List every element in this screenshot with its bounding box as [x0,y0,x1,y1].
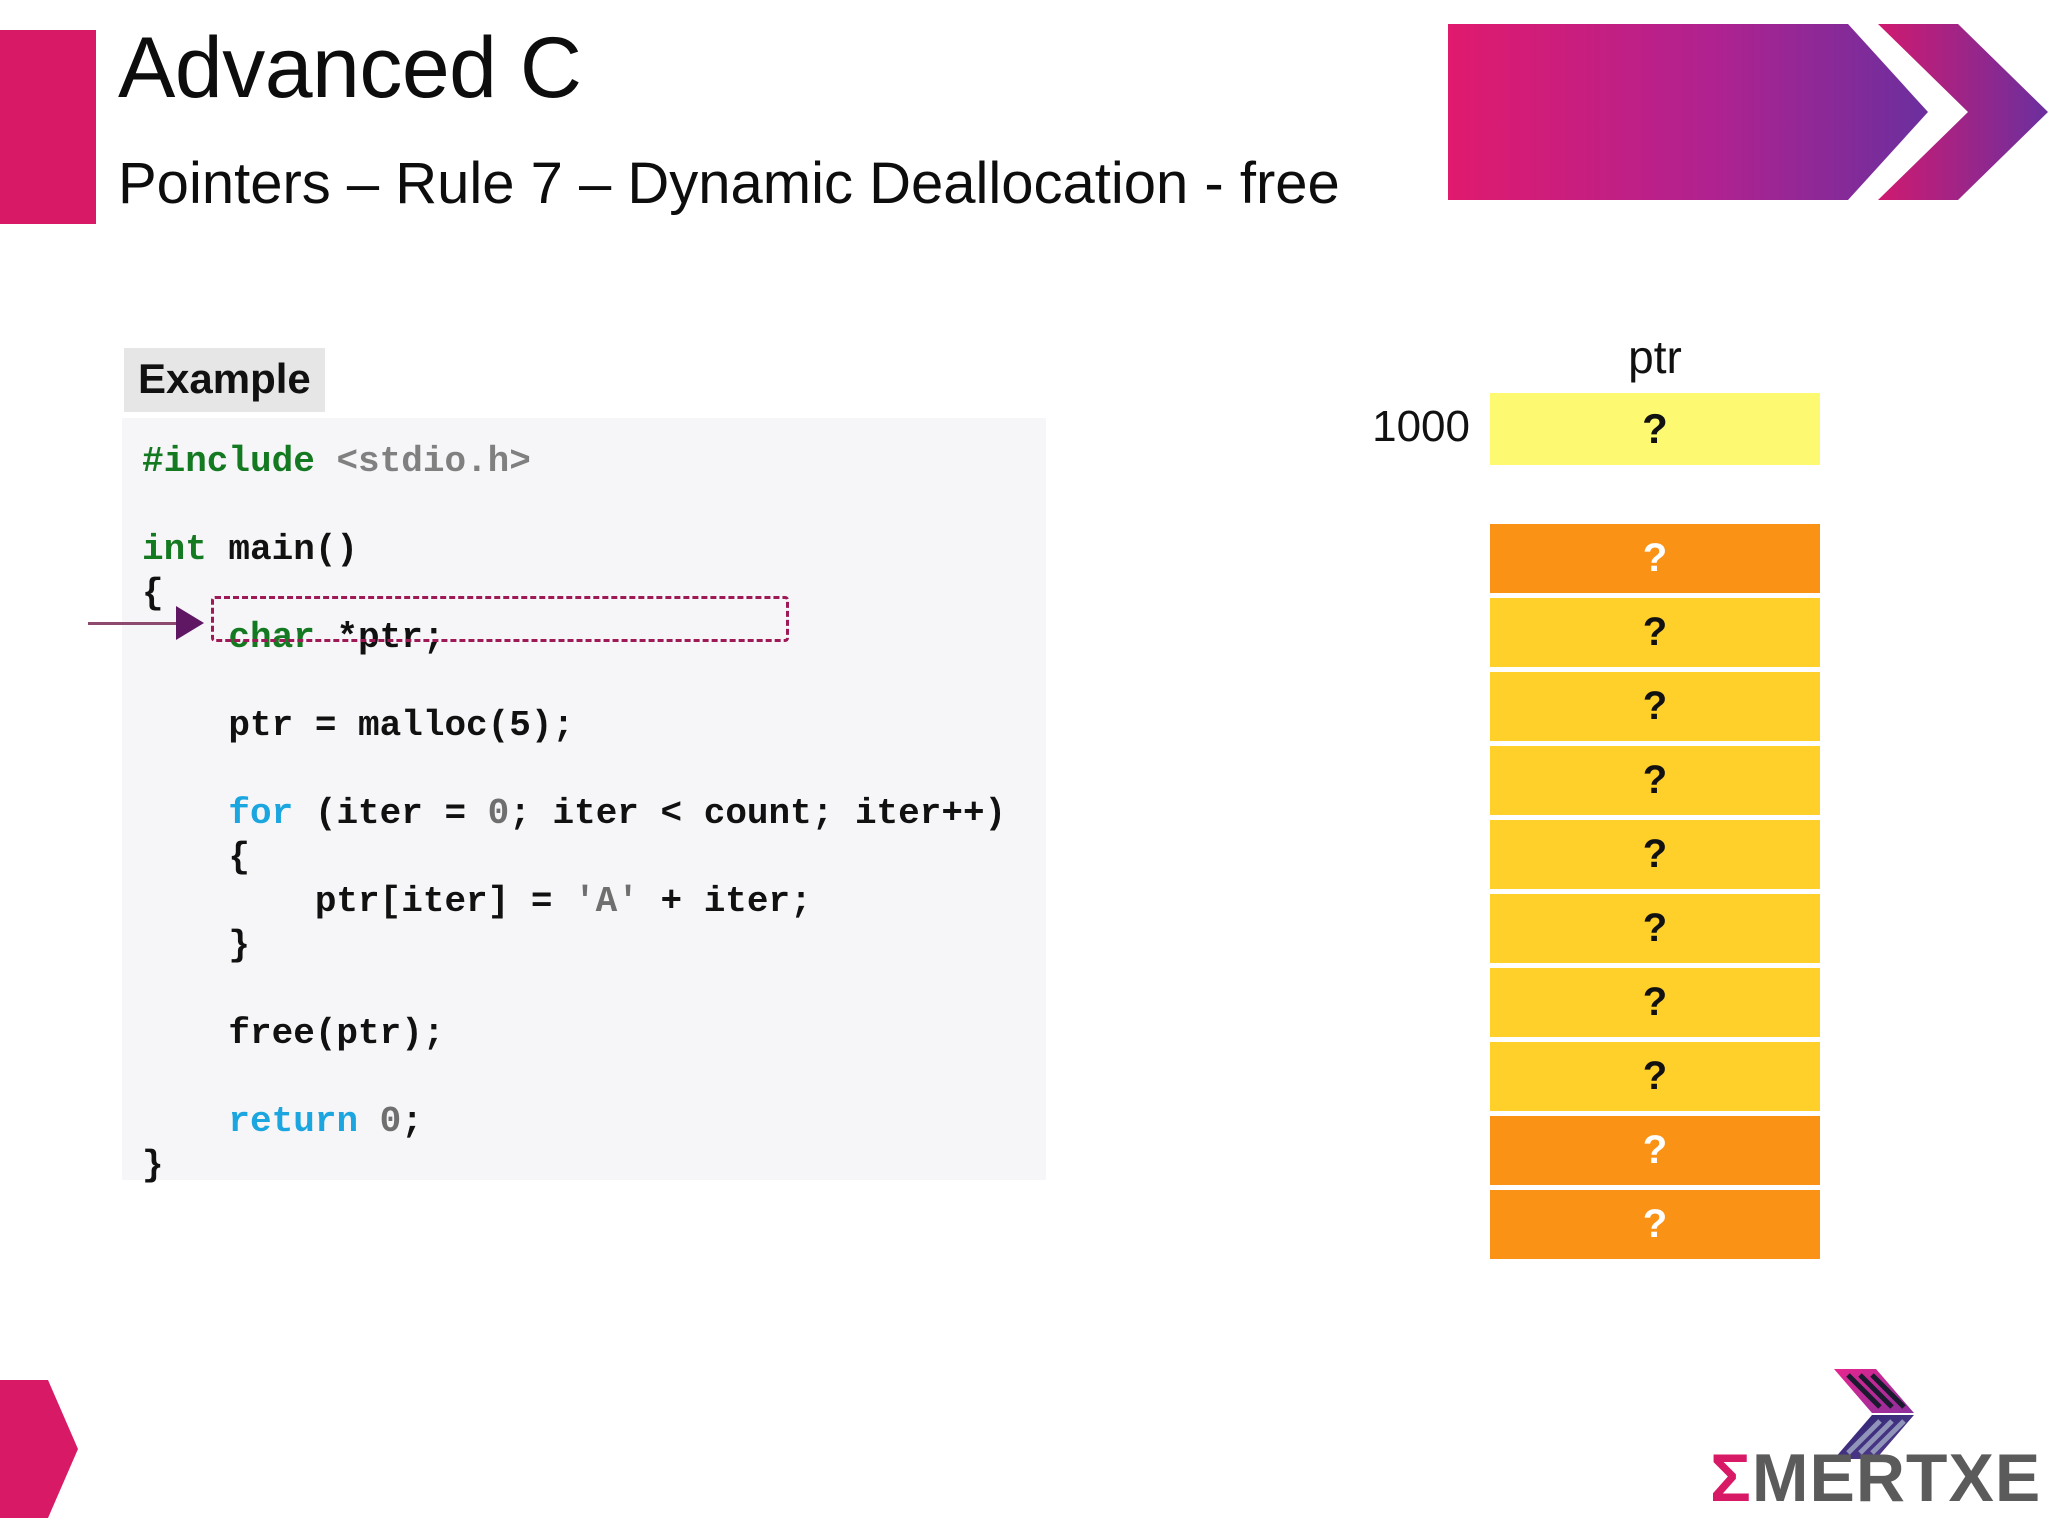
pointer-arrow-head-icon [176,606,204,640]
code-token: } [142,1145,164,1186]
code-line: char *ptr; [142,616,1046,660]
code-token: { [142,573,164,614]
code-token: main() [206,529,359,570]
brand-logo: ΣMERTXE [1710,1369,2040,1519]
code-line [142,1056,1046,1100]
heap-memory-cell: ? [1490,672,1820,741]
brand-sigma-glyph: Σ [1710,1440,1752,1516]
code-line: } [142,924,1046,968]
code-token: 0 [379,1101,402,1142]
pointer-memory-cell: ? [1490,393,1820,465]
heap-memory-cell: ? [1490,598,1820,667]
code-line [142,484,1046,528]
code-line [142,968,1046,1012]
code-token: } [142,925,251,966]
example-label: Example [124,348,325,412]
page-title: Advanced C [118,20,582,116]
code-token: { [142,837,251,878]
heap-memory-stack: ?????????? [1490,524,1820,1259]
code-line [142,660,1046,704]
code-token [315,441,337,482]
code-line: { [142,572,1046,616]
pointer-arrow-line [88,622,180,625]
heap-memory-cell: ? [1490,746,1820,815]
heap-memory-cell: ? [1490,968,1820,1037]
code-token: char [228,617,315,658]
code-token: *ptr; [314,617,445,658]
code-token: free(ptr); [142,1013,445,1054]
code-line: ptr = malloc(5); [142,704,1046,748]
code-line: int main() [142,528,1046,572]
header-chevron-icon [1448,24,2048,200]
heap-memory-cell: ? [1490,820,1820,889]
code-token [358,1101,380,1142]
code-token [142,1101,228,1142]
heap-memory-cell: ? [1490,1190,1820,1259]
code-token: return [228,1101,359,1142]
code-line: } [142,1144,1046,1188]
code-token: (iter = [293,793,488,834]
code-line: free(ptr); [142,1012,1046,1056]
footer-accent-shape [0,1380,78,1518]
code-block: #include <stdio.h> int main(){ char *ptr… [122,418,1046,1186]
heap-memory-cell: ? [1490,1116,1820,1185]
code-line: #include <stdio.h> [142,440,1046,484]
code-token: ; iter < count; iter++) [509,793,1007,834]
heap-memory-cell: ? [1490,524,1820,593]
code-token: for [228,793,294,834]
code-line: ptr[iter] = 'A' + iter; [142,880,1046,924]
code-token: ptr = malloc(5); [142,705,575,746]
pointer-variable-label: ptr [1628,331,1682,383]
brand-name-text: MERTXE [1751,1440,2042,1516]
code-line: return 0; [142,1100,1046,1144]
code-token: 0 [487,793,510,834]
brand-chevron-icon [1834,1369,1914,1459]
brand-wordmark: ΣMERTXE [1710,1440,2040,1516]
code-token: int [142,529,207,570]
header-accent-bar [0,30,96,224]
highlighted-declaration-box [211,596,789,642]
code-token: ; [401,1101,423,1142]
code-token: <stdio.h> [336,441,531,482]
code-line: for (iter = 0; iter < count; iter++) [142,792,1046,836]
code-line [142,748,1046,792]
code-token: 'A' [574,881,639,922]
code-token [142,793,228,834]
page-subtitle: Pointers – Rule 7 – Dynamic Deallocation… [118,151,1340,216]
code-token: ptr[iter] = [142,881,575,922]
code-token: + iter; [638,881,812,922]
code-token: #include [142,441,315,482]
heap-memory-cell: ? [1490,1042,1820,1111]
heap-memory-cell: ? [1490,894,1820,963]
pointer-address-label: 1000 [1372,402,1470,451]
code-line: { [142,836,1046,880]
